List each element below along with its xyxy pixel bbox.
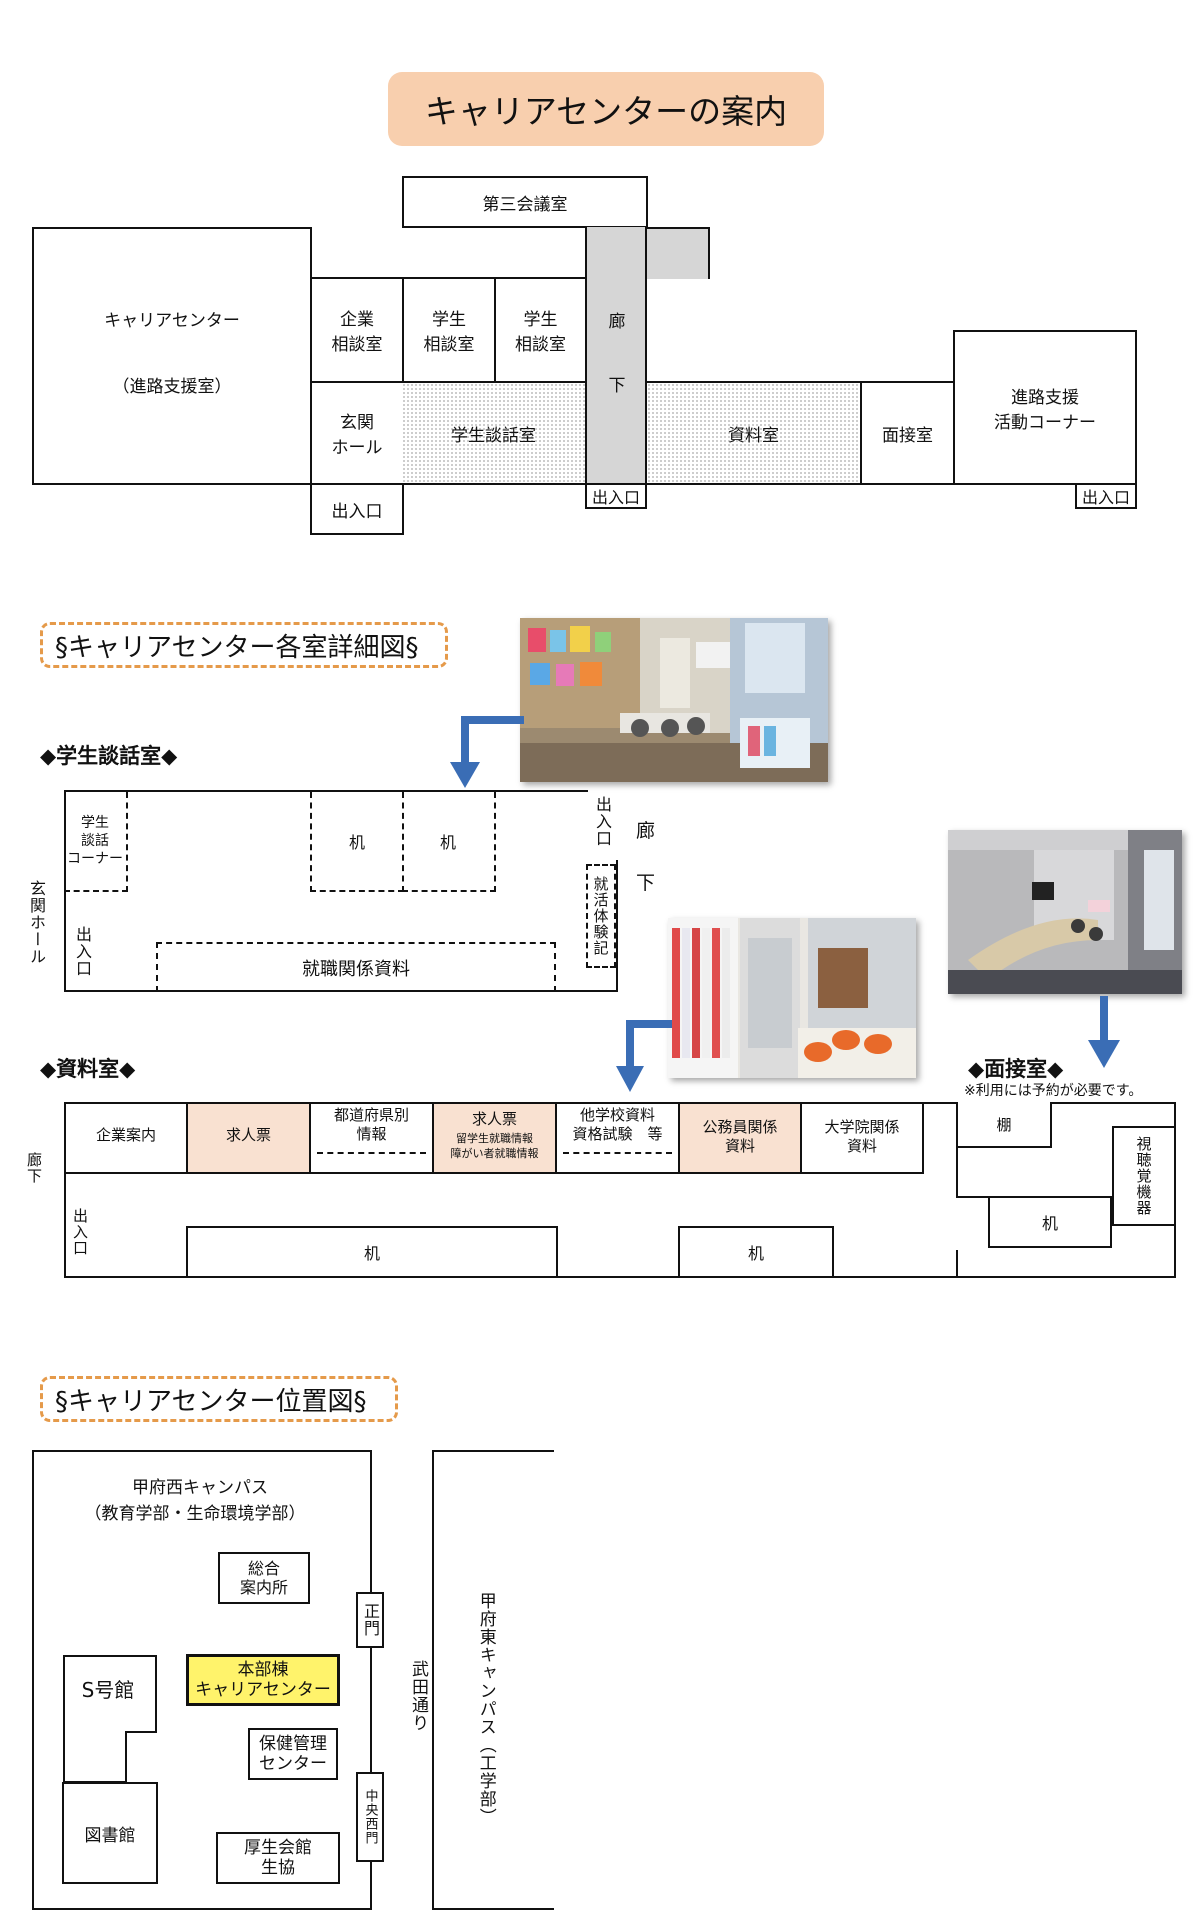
- west-campus-faculties: （教育学部・生命環境学部）: [84, 1504, 306, 1524]
- cell-dashed-line: [563, 1152, 672, 1154]
- library-photo: [668, 918, 916, 1078]
- library-cell-text: 求人票: [225, 1126, 271, 1144]
- interview-desk: 机: [988, 1196, 1112, 1248]
- interview-room: 面接室: [860, 381, 955, 485]
- lounge-bottom-wall: [64, 990, 618, 992]
- library-desk-2: 机: [678, 1226, 834, 1278]
- lounge-corner: 学生 談話 コーナー: [64, 792, 128, 892]
- entrance-hall: 玄関 ホール: [310, 381, 404, 485]
- west-campus-name: 甲府西キャンパス: [132, 1478, 268, 1498]
- location-section-title: §キャリアセンター位置図§: [40, 1376, 398, 1422]
- support-corner-exit: 出入口: [1075, 483, 1137, 509]
- interview-photo: [948, 830, 1182, 994]
- library-cell-text: 都道府県別 情報: [333, 1106, 409, 1143]
- lounge-right-wall: [616, 860, 618, 992]
- health-center-building: 保健管理 センター: [248, 1728, 338, 1780]
- student-consult-room-1: 学生 相談室: [402, 277, 496, 383]
- east-campus-bottom: [432, 1908, 554, 1910]
- employment-docs-shelf: 就職関係資料: [156, 942, 556, 992]
- library-corridor: 廊下: [25, 1152, 43, 1184]
- takeda-street-label: 武田通り: [408, 1660, 428, 1732]
- main-building-career-center: 本部棟 キャリアセンター: [186, 1654, 340, 1706]
- cell-dashed-line: [317, 1152, 426, 1154]
- library-cell-text: 他学校資料 資格試験 等: [572, 1106, 663, 1143]
- meeting-room: 第三会議室: [402, 176, 648, 228]
- library-cell-company: 企業案内: [64, 1102, 188, 1174]
- desk-1: 机: [310, 792, 404, 892]
- library-cell-job-offers-special: 求人票 留学生就職情報 障がい者就職情報: [432, 1102, 557, 1174]
- entrance-hall-vertical: 玄関ホール: [27, 880, 46, 965]
- west-campus-top: [32, 1450, 372, 1452]
- career-center-sub: （進路支援室）: [112, 377, 232, 397]
- east-campus-label: 甲府東キャンパス（工学部）: [475, 1592, 496, 1826]
- lounge-left-exit: 出入口: [73, 926, 92, 977]
- welfare-building: 厚生会館 生協: [216, 1832, 340, 1884]
- east-campus-left: [432, 1450, 434, 1910]
- career-center-room: キャリアセンター （進路支援室）: [32, 227, 312, 485]
- main-gate: 正門: [356, 1592, 384, 1648]
- east-campus-top: [432, 1450, 554, 1452]
- library-cell-civil-service: 公務員関係 資料: [678, 1102, 802, 1174]
- lounge-corridor-a: 廊: [636, 820, 656, 842]
- library-cell-text: 企業案内: [95, 1126, 156, 1144]
- library-heading: ◆資料室◆: [40, 1057, 136, 1081]
- career-center-label: キャリアセンター: [104, 311, 240, 331]
- library-cell-graduate: 大学院関係 資料: [800, 1102, 924, 1174]
- lounge-top-wall: [64, 790, 588, 792]
- av-equipment: 視聴覚機器: [1112, 1126, 1176, 1226]
- company-consult-room: 企業 相談室: [310, 277, 404, 383]
- corridor-exit: 出入口: [585, 483, 647, 509]
- info-center-building: 総合 案内所: [218, 1552, 310, 1604]
- library-exit: 出入口: [71, 1208, 89, 1256]
- library-cell-sub: 留学生就職情報 障がい者就職情報: [450, 1132, 539, 1160]
- library-cell-text: 公務員関係 資料: [702, 1118, 778, 1155]
- west-campus-right: [370, 1450, 372, 1910]
- west-campus-left: [32, 1450, 34, 1910]
- library-building: 図書館: [62, 1782, 158, 1884]
- library-left-wall: [64, 1102, 66, 1278]
- lounge-photo: [520, 618, 828, 782]
- interview-note: ※利用には予約が必要です。: [964, 1083, 1143, 1099]
- job-hunt-notes-shelf: 就活体験記: [586, 864, 616, 968]
- career-support-corner: 進路支援 活動コーナー: [953, 330, 1137, 485]
- library-bottom-wall: [64, 1276, 1176, 1278]
- central-west-gate: 中央西門: [356, 1772, 384, 1862]
- west-campus-bottom: [32, 1908, 372, 1910]
- student-lounge: 学生談話室: [402, 381, 587, 485]
- interview-shelf: 棚: [956, 1102, 1052, 1148]
- interview-photo-arrow: [1088, 996, 1120, 1068]
- corridor-label-1: 廊: [608, 312, 626, 332]
- page-title: キャリアセンターの案内: [388, 72, 824, 146]
- library-cell-text: 大学院関係 資料: [824, 1118, 900, 1155]
- detail-section-title: §キャリアセンター各室詳細図§: [40, 622, 448, 668]
- lounge-photo-arrow: [450, 716, 524, 788]
- lounge-heading: ◆学生談話室◆: [40, 744, 178, 768]
- s-building-label: S号館: [81, 1678, 135, 1702]
- corridor-vertical: [585, 227, 647, 485]
- library-cell-text: 求人票: [471, 1110, 517, 1128]
- s-building: [63, 1655, 157, 1783]
- library-cell-job-offers: 求人票: [186, 1102, 311, 1174]
- desk-2: 机: [402, 792, 496, 892]
- library-cell-other-schools: 他学校資料 資格試験 等: [555, 1102, 680, 1174]
- student-consult-room-2: 学生 相談室: [494, 277, 587, 383]
- library-room: 資料室: [645, 381, 862, 485]
- library-photo-arrow: [616, 1020, 672, 1092]
- lounge-corridor-b: 下: [636, 872, 656, 894]
- library-desk-1: 机: [186, 1226, 558, 1278]
- corridor-label-2: 下: [608, 376, 626, 396]
- library-cell-prefecture: 都道府県別 情報: [309, 1102, 434, 1174]
- entrance-exit: 出入口: [310, 483, 404, 535]
- interview-divider-bottom: [956, 1250, 958, 1278]
- lounge-right-exit: 出入口: [593, 796, 612, 847]
- interview-heading: ◆面接室◆: [968, 1057, 1064, 1081]
- interview-divider-top: [956, 1102, 958, 1198]
